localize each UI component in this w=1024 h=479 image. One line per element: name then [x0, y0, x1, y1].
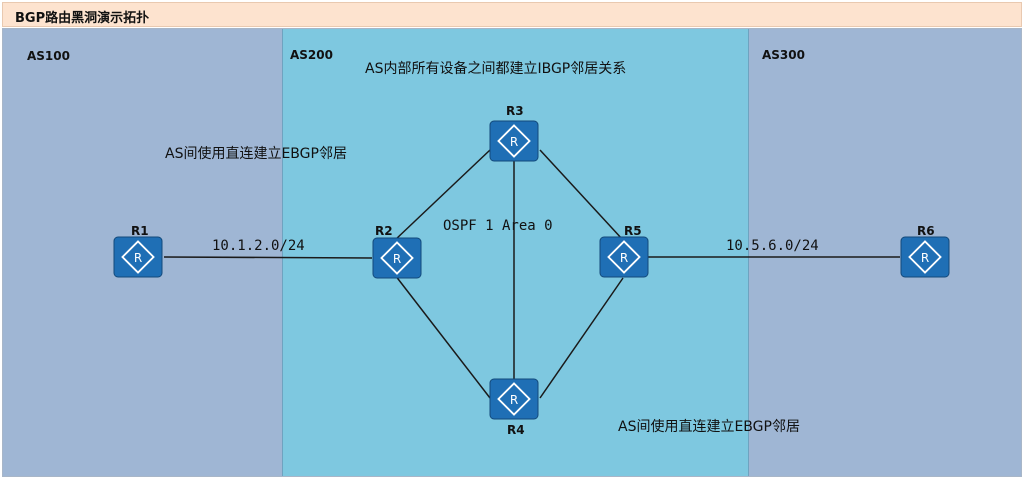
router-r5-label: R5 — [624, 224, 642, 238]
ebgp-note-left: AS间使用直连建立EBGP邻居 — [165, 146, 347, 162]
network-r1-r2: 10.1.2.0/24 — [212, 238, 305, 254]
svg-text:R: R — [393, 252, 401, 266]
link-r2-r4 — [394, 274, 491, 399]
router-r6-label: R6 — [917, 224, 935, 238]
ibgp-note: AS内部所有设备之间都建立IBGP邻居关系 — [365, 61, 627, 77]
router-icon: R — [489, 120, 539, 162]
router-icon: R — [489, 378, 539, 420]
router-r1-label: R1 — [131, 224, 149, 238]
link-r4-r5 — [539, 277, 624, 399]
svg-text:R: R — [510, 135, 518, 149]
svg-text:R: R — [620, 251, 628, 265]
router-r4[interactable]: R — [489, 378, 539, 420]
router-r2[interactable]: R — [372, 237, 422, 279]
link-r2-r3 — [394, 149, 491, 241]
diagram-title: BGP路由黑洞演示拓扑 — [15, 11, 150, 26]
router-r6[interactable]: R — [900, 236, 950, 278]
link-r3-r5 — [539, 149, 624, 241]
ebgp-note-right: AS间使用直连建立EBGP邻居 — [618, 419, 800, 435]
router-icon: R — [113, 236, 163, 278]
router-r3[interactable]: R — [489, 120, 539, 162]
router-icon: R — [372, 237, 422, 279]
ospf-label: OSPF 1 Area 0 — [443, 218, 553, 234]
as100-label: AS100 — [27, 49, 70, 63]
router-r3-label: R3 — [506, 104, 524, 118]
as300-label: AS300 — [762, 48, 805, 62]
router-icon: R — [599, 236, 649, 278]
router-r5[interactable]: R — [599, 236, 649, 278]
svg-text:R: R — [510, 393, 518, 407]
network-r5-r6: 10.5.6.0/24 — [726, 238, 819, 254]
router-r2-label: R2 — [375, 224, 393, 238]
title-bar: BGP路由黑洞演示拓扑 — [2, 2, 1022, 27]
link-r1-r2 — [163, 256, 373, 259]
svg-text:R: R — [921, 251, 929, 265]
router-icon: R — [900, 236, 950, 278]
as200-label: AS200 — [290, 48, 333, 62]
svg-text:R: R — [134, 251, 142, 265]
zone-as300 — [749, 28, 1022, 477]
router-r1[interactable]: R — [113, 236, 163, 278]
router-r4-label: R4 — [507, 423, 525, 437]
